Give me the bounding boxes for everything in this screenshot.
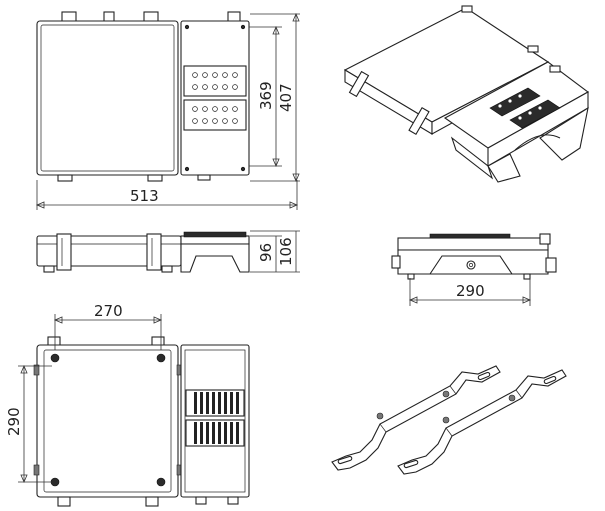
dim-96: 96 [257,243,275,262]
top-view-dimensions [35,12,300,210]
dim-106: 106 [277,237,295,266]
mounting-brackets [331,365,567,475]
back-view-dimensions [18,314,163,484]
top-view [36,11,250,182]
side-view-dimensions [250,230,300,273]
dim-407: 407 [277,83,295,112]
back-view [33,336,250,507]
dim-513: 513 [130,187,159,205]
dim-270: 270 [94,302,123,320]
dim-369: 369 [257,81,275,110]
isometric-view [343,5,590,183]
dim-290-end: 290 [456,282,485,300]
end-view [391,233,557,280]
end-view-dimensions [408,278,532,306]
side-view [36,231,250,273]
dim-290-back: 290 [5,407,23,436]
